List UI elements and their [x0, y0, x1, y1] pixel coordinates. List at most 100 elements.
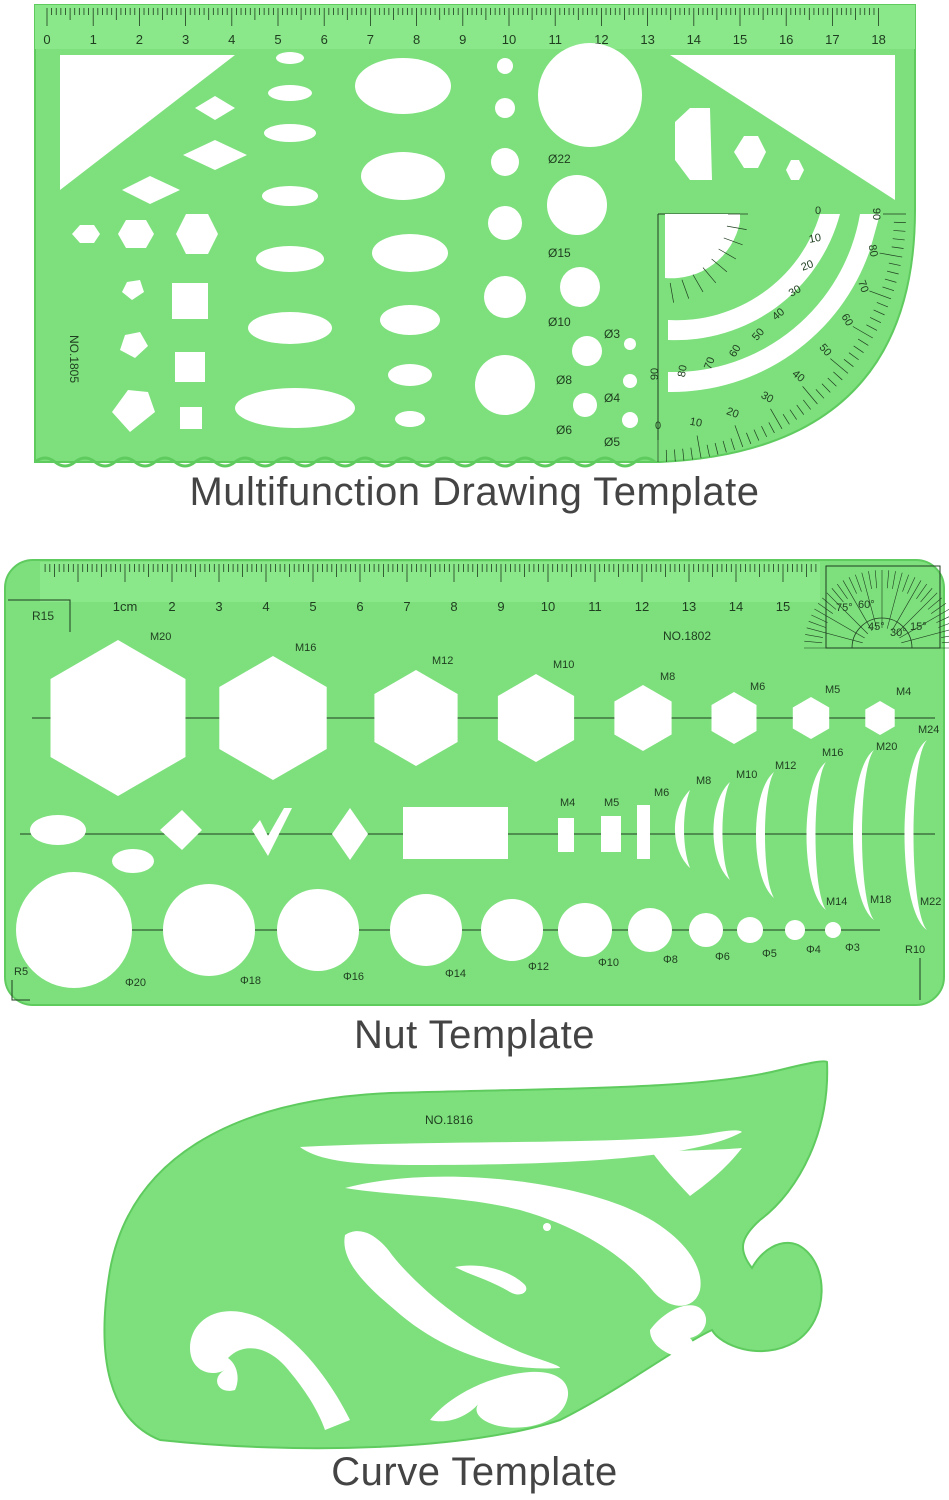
protractor-outer-label: 60 — [839, 312, 856, 329]
nut-ruler-number: 4 — [262, 599, 269, 614]
ellipse-cutout-b2 — [361, 152, 445, 200]
diamond-cutout-nut-2 — [332, 808, 368, 860]
circle-label: Φ5 — [762, 948, 777, 960]
multifunction-ruler-number: 2 — [136, 32, 143, 47]
circle-label-4: Ø4 — [604, 391, 620, 405]
circle-cutout-c2 — [495, 98, 515, 118]
multifunction-model-number: NO.1805 — [67, 335, 81, 383]
angle-gauge: 75° 60° 45° 30° 15° — [804, 565, 949, 649]
corner-label-r10: R10 — [905, 944, 925, 956]
rect-label-m4: M4 — [560, 797, 575, 809]
circle-cutout-phi-7 — [628, 908, 672, 952]
slot-label-m20: M20 — [876, 741, 897, 753]
protractor-inner-cutout — [665, 214, 740, 279]
ellipse-cutout-b5 — [388, 364, 432, 386]
hexagon-cutout-m6 — [711, 692, 757, 744]
left-triangle-cutout — [60, 55, 235, 190]
protractor-inner-label: 70 — [702, 356, 717, 372]
protractor-outer-label: 10 — [689, 416, 703, 430]
multifunction-ruler-number: 4 — [228, 32, 235, 47]
multifunction-ruler-number: 6 — [321, 32, 328, 47]
protractor-outer-label: 30 — [759, 389, 776, 406]
circle-label: Φ3 — [845, 942, 860, 954]
circle-cutout-phi-5 — [481, 899, 543, 961]
nut-model-number: NO.1802 — [663, 629, 711, 643]
slot-label-m8: M8 — [696, 775, 711, 787]
hexagon-cutout-3 — [176, 214, 218, 254]
curve-cutout-small-slot — [455, 1265, 527, 1295]
multifunction-ruler-number: 17 — [825, 32, 839, 47]
square-cutout-1 — [172, 283, 208, 319]
nut-ruler-number: 6 — [356, 599, 363, 614]
slot-label-m22: M22 — [920, 896, 941, 908]
multifunction-ruler-number: 8 — [413, 32, 420, 47]
protractor-arc-cutout-2 — [668, 214, 880, 393]
angle-label-60: 60° — [858, 599, 875, 611]
diamond-cutout-large — [122, 176, 180, 204]
rectangle-cutout-nut — [403, 807, 508, 859]
nut-ruler-number: 14 — [729, 599, 743, 614]
hex-label-m12: M12 — [432, 655, 453, 667]
multifunction-ruler-number: 0 — [43, 32, 50, 47]
multifunction-ruler-ticks — [46, 8, 879, 26]
circle-label: Φ6 — [715, 951, 730, 963]
nut-ruler-number: 11 — [588, 599, 602, 614]
circle-label-10: Ø10 — [548, 315, 571, 329]
curve-cutout-triangle — [652, 1148, 742, 1196]
square-cutout-nut-m4 — [558, 818, 574, 852]
rect-label-m6: M6 — [654, 787, 669, 799]
circle-cutout-phi-1 — [16, 872, 132, 988]
protractor-inner-label: 60 — [727, 343, 744, 360]
hex-label-m6: M6 — [750, 681, 765, 693]
curved-slot-cutout — [713, 782, 730, 880]
hex-label-m4: M4 — [896, 686, 911, 698]
hex-label-m10: M10 — [553, 659, 574, 671]
circle-label-3: Ø3 — [604, 327, 620, 341]
slot-label-m18: M18 — [870, 894, 891, 906]
circle-cutout-d4 — [572, 336, 602, 366]
protractor-outer-label: 20 — [725, 405, 741, 420]
curve-cutout-wave — [345, 1176, 701, 1306]
pentagon-cutout-1 — [122, 280, 144, 300]
hexagon-cutout-m16 — [219, 656, 327, 780]
curved-slot-cutout — [853, 750, 874, 920]
nut-ruler-number: 13 — [682, 599, 696, 614]
hexagon-cutout-r2 — [734, 136, 766, 168]
circle-cutout-d5 — [573, 393, 597, 417]
multifunction-ruler-number: 7 — [367, 32, 374, 47]
ellipse-cutout-a2 — [268, 85, 312, 101]
multifunction-ruler-number: 15 — [733, 32, 747, 47]
caption-multifunction: Multifunction Drawing Template — [189, 470, 760, 514]
angle-label-45: 45° — [868, 621, 885, 633]
nut-ruler-ticks — [44, 564, 817, 582]
hexagon-cutout-m12 — [374, 670, 458, 766]
hex-label-m8: M8 — [660, 671, 675, 683]
protractor-inner-label: 80 — [676, 364, 690, 378]
ellipse-cutout-a3 — [264, 124, 316, 142]
hexagon-cutout-1 — [72, 225, 100, 243]
circle-cutout-c3 — [491, 148, 519, 176]
nut-ruler-number: 8 — [450, 599, 457, 614]
pentagon-cutout-3 — [112, 390, 155, 432]
protractor-outer-label: 0 — [655, 420, 661, 432]
ellipse-cutout-b6 — [395, 411, 425, 427]
protractor-ticks — [657, 213, 906, 462]
check-cutout-nut — [252, 808, 292, 856]
circle-label-5: Ø5 — [604, 435, 620, 449]
circle-label: Φ20 — [125, 977, 146, 989]
multifunction-ruler-number: 18 — [871, 32, 885, 47]
circle-cutout-phi-4 — [390, 894, 462, 966]
circle-cutout-c1 — [497, 58, 513, 74]
ellipse-cutout-b3 — [372, 234, 448, 272]
protractor-outer-label: 80 — [866, 244, 880, 258]
circle-label: Φ12 — [528, 961, 549, 973]
slot-label-m16: M16 — [822, 747, 843, 759]
nut-plastic-body — [4, 559, 945, 1006]
circle-label: Φ4 — [806, 944, 821, 956]
circle-cutout-phi-6 — [558, 903, 612, 957]
